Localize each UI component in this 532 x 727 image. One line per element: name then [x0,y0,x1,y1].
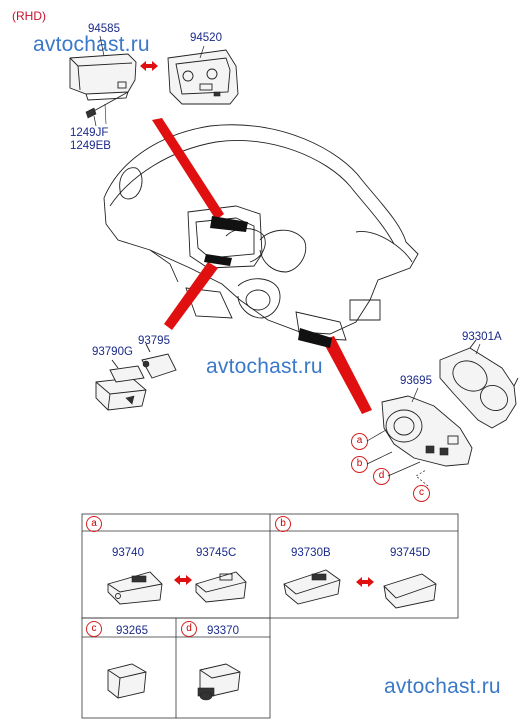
part-93740-drawing[interactable] [107,571,163,605]
part-93730b-drawing[interactable] [283,569,341,605]
part-93695-drawing[interactable] [381,395,473,467]
callout-a[interactable]: a [351,433,368,450]
part-label-93745d[interactable]: 93745D [390,547,431,559]
watermark-middle: avtochast.ru [206,355,323,378]
part-93745d-drawing[interactable] [383,573,437,609]
table-cell-tag-c: c [86,621,102,637]
variant-label: (RHD) [12,9,46,23]
screw-1249jf-drawing[interactable] [85,91,129,125]
part-93745c-drawing[interactable] [195,571,247,603]
table-cell-tag-b: b [275,516,291,532]
table-cell-tag-d: d [181,621,197,637]
watermark-bottom: avtochast.ru [384,675,501,698]
part-label-93745c[interactable]: 93745C [196,547,237,559]
part-label-1249eb[interactable]: 1249EB [70,140,111,152]
part-label-93301a[interactable]: 93301A [462,331,502,343]
part-label-93790g[interactable]: 93790G [92,346,133,358]
swap-arrow-b [356,577,374,587]
parts-table-grid [81,513,459,719]
part-label-93795[interactable]: 93795 [138,335,170,347]
part-label-94520[interactable]: 94520 [190,32,222,44]
part-label-93695[interactable]: 93695 [400,375,432,387]
part-label-93740[interactable]: 93740 [112,547,144,559]
callout-c[interactable]: c [413,485,430,502]
part-94520-drawing[interactable] [167,49,239,105]
callout-d[interactable]: d [373,468,390,485]
part-label-1249jf[interactable]: 1249JF [70,127,109,139]
part-label-93730b[interactable]: 93730B [291,547,331,559]
part-93301a-drawing[interactable] [439,339,519,429]
part-94585-drawing[interactable] [69,53,137,101]
dashboard-drawing [103,124,419,341]
part-93370-drawing[interactable] [197,663,241,701]
leader-lines [93,35,481,487]
swap-arrow-top [140,61,158,71]
swap-arrow-a [174,575,192,585]
watermark-top: avtochast.ru [33,33,150,56]
part-93790g-drawing[interactable] [95,365,147,411]
part-label-94585[interactable]: 94585 [88,23,120,35]
switch-recess-right [298,328,332,348]
cluster-recess [210,216,248,232]
pointer-wedges [152,118,372,414]
part-label-93370[interactable]: 93370 [207,625,239,637]
switch-recess-left [204,254,232,266]
callout-b[interactable]: b [351,456,368,473]
part-label-93265[interactable]: 93265 [116,625,148,637]
table-cell-tag-a: a [86,516,102,532]
part-93265-drawing[interactable] [107,663,147,699]
part-93795-drawing[interactable] [111,343,177,379]
